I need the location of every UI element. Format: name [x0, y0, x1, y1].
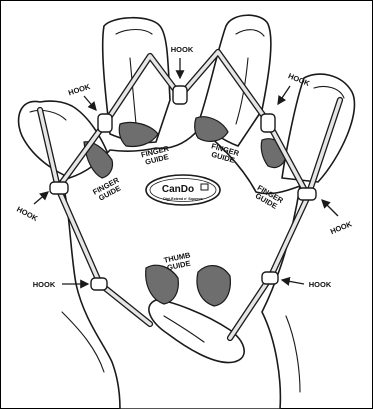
hook-bead-right-side: [298, 188, 316, 200]
hook-label-left: HOOK: [15, 205, 40, 224]
hook-arrow-right: [322, 200, 338, 216]
hook-bead-left-side: [50, 182, 68, 194]
hook-bead-little: [261, 114, 275, 132]
hook-label-top: HOOK: [171, 45, 194, 54]
hook-bead-lower-right: [262, 272, 278, 284]
hook-arrow-lower-right: [282, 280, 304, 284]
hook-label-upper-left: HOOK: [67, 82, 92, 98]
logo-brand: CanDo: [162, 184, 194, 195]
logo-tagline: Digi-Extend n' Squeeze: [163, 197, 203, 201]
hook-label-lower-right: HOOK: [309, 280, 332, 289]
hook-arrow-upper-left: [84, 96, 96, 110]
hook-arrow-upper-right: [278, 86, 290, 104]
hook-arrow-left: [34, 192, 48, 204]
hook-bead-middle-ring: [173, 86, 187, 104]
hook-bead-index: [98, 114, 112, 132]
cando-logo: CanDo Digi-Extend n' Squeeze: [146, 175, 220, 205]
hook-bead-lower-left: [91, 278, 107, 290]
hook-label-upper-right: HOOK: [287, 71, 312, 88]
hook-label-lower-left: HOOK: [33, 280, 56, 289]
hook-label-right: HOOK: [329, 219, 354, 236]
